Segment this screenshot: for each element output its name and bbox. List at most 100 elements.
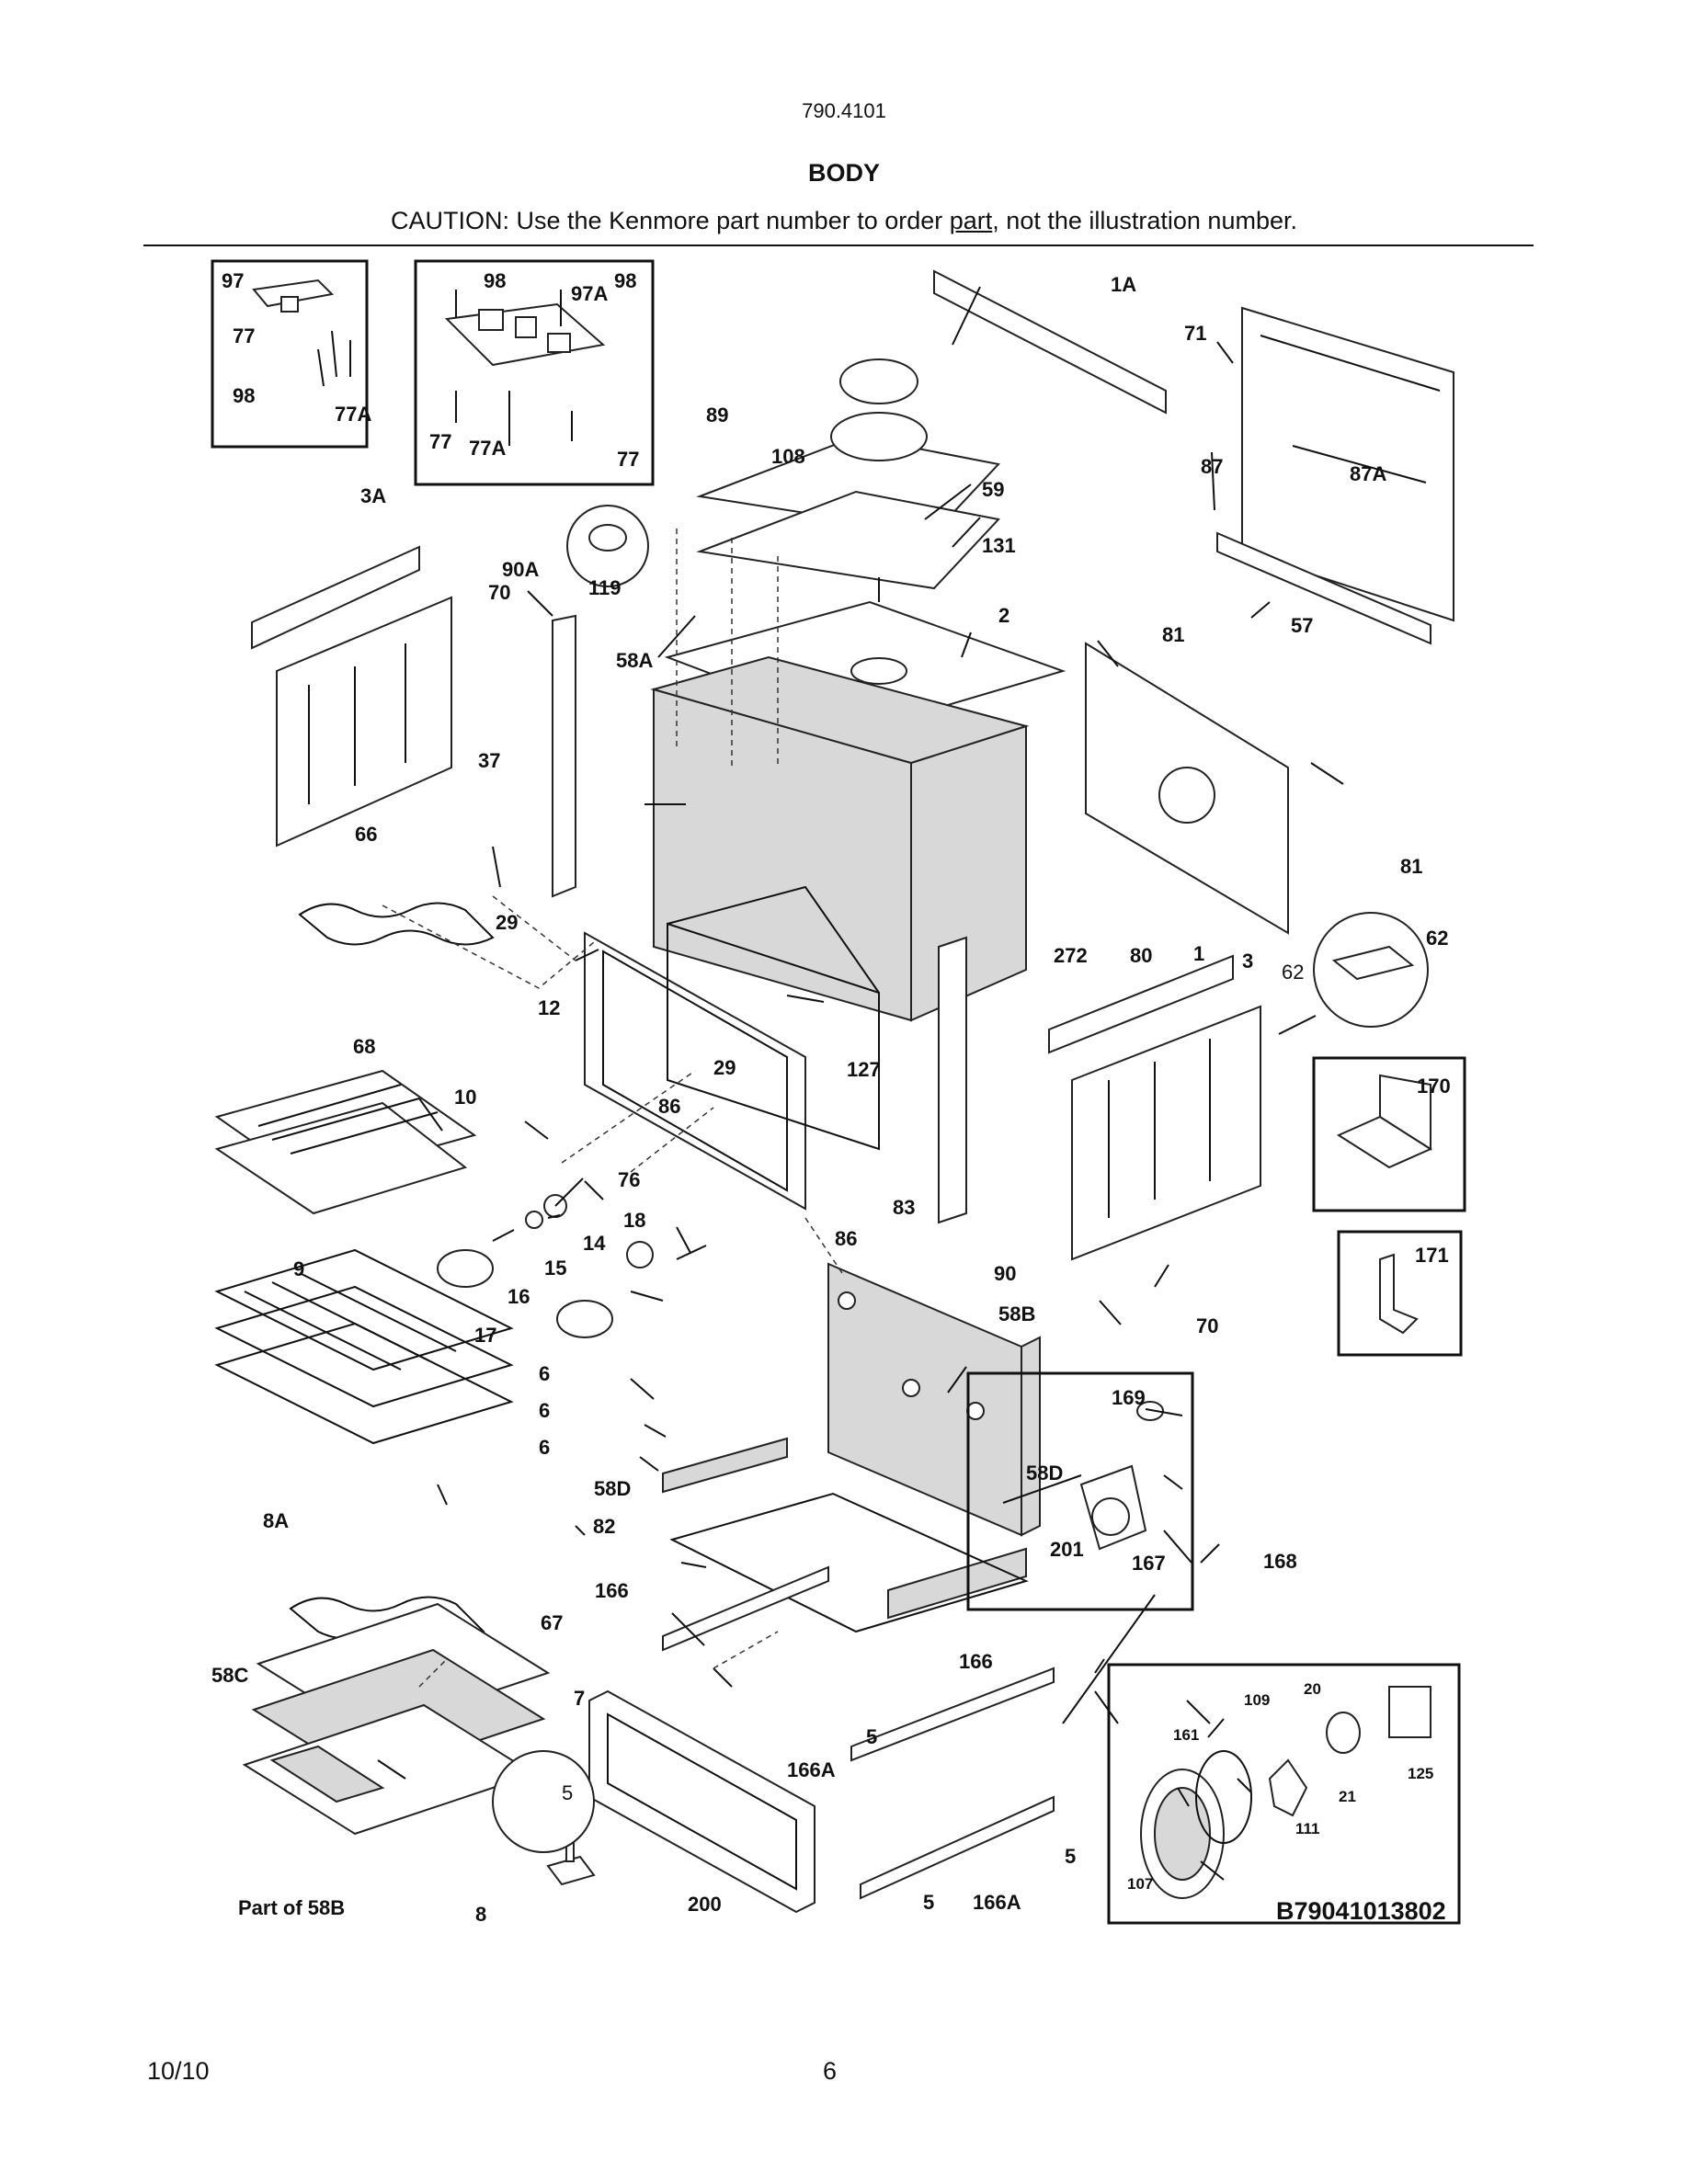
- control-board-box-right: [414, 259, 655, 486]
- label-76: 76: [618, 1168, 640, 1191]
- label-81: 81: [1400, 855, 1422, 878]
- label-111: 111: [1295, 1820, 1320, 1837]
- label-1: 1: [1193, 942, 1204, 965]
- terminal-block-62: [1331, 945, 1415, 981]
- label-166: 166: [595, 1579, 629, 1602]
- label-10: 10: [454, 1086, 476, 1109]
- label-16: 16: [508, 1285, 530, 1308]
- side-panel-3-70: [1048, 954, 1261, 1261]
- bracket-171: [1379, 1253, 1419, 1335]
- door-lock-box: [966, 1371, 1194, 1611]
- rear-panel-71: [1241, 306, 1454, 622]
- drawer-front-200: [588, 1689, 815, 1914]
- label-18: 18: [623, 1209, 645, 1232]
- label-3A: 3A: [360, 484, 386, 507]
- label-166: 166: [959, 1650, 993, 1673]
- hi-limit-119: [588, 524, 627, 552]
- oven-cavity-58A: [650, 655, 1030, 1022]
- label-7: 7: [574, 1687, 585, 1710]
- label-29: 29: [496, 911, 518, 934]
- label-6: 6: [539, 1362, 550, 1385]
- label-98: 98: [484, 269, 506, 292]
- label-98: 98: [233, 384, 255, 407]
- label-58C: 58C: [211, 1664, 248, 1687]
- label-167: 167: [1132, 1552, 1166, 1575]
- label-125: 125: [1408, 1765, 1433, 1782]
- label-2: 2: [998, 604, 1009, 627]
- caution-text: CAUTION: Use the Kenmore part number to …: [391, 207, 950, 234]
- label-68: 68: [353, 1035, 375, 1058]
- rear-wall-1: [1085, 642, 1289, 935]
- label-90A: 90A: [502, 558, 539, 581]
- label-77: 77: [617, 448, 639, 471]
- light-leaders: [584, 1180, 707, 1260]
- label-161: 161: [1173, 1726, 1199, 1744]
- label-108: 108: [771, 445, 805, 468]
- element-bracket-59-131: [696, 358, 1000, 590]
- bracket-170-box: [1312, 1056, 1466, 1212]
- label-5: 5: [923, 1891, 934, 1914]
- label-1A: 1A: [1111, 273, 1136, 296]
- label-20: 20: [1304, 1680, 1321, 1698]
- control-board-box-left: [211, 259, 369, 449]
- label-5: 5: [1065, 1845, 1076, 1868]
- label-77A: 77A: [335, 403, 371, 426]
- convection-fan-assembly: [1140, 1686, 1431, 1899]
- label-29: 29: [713, 1056, 736, 1079]
- caution-text-end: , not the illustration number.: [992, 207, 1297, 234]
- label-62: 62: [1282, 961, 1304, 984]
- label-169: 169: [1112, 1386, 1146, 1409]
- label-70: 70: [1196, 1314, 1218, 1337]
- label-6: 6: [539, 1399, 550, 1422]
- broil-element-66: [298, 902, 495, 946]
- label-58B: 58B: [998, 1302, 1035, 1325]
- caution-note: CAUTION: Use the Kenmore part number to …: [0, 207, 1688, 235]
- lower-insulation-58B: [827, 1262, 1041, 1537]
- arrow-62: [1278, 1015, 1317, 1035]
- caution-part-word: part: [949, 207, 993, 234]
- exploded-parts-diagram: 97 98 97A 98 77 98 77A 77 77A 77 1A 71 8…: [211, 259, 1466, 1926]
- label-5: 5: [562, 1781, 573, 1804]
- header-rule: [143, 245, 1534, 246]
- label-86: 86: [658, 1095, 680, 1118]
- convection-fan-box: [1107, 1663, 1461, 1925]
- label-87: 87: [1201, 455, 1223, 478]
- label-171: 171: [1415, 1244, 1449, 1267]
- drawer-slides-166: [662, 1565, 1055, 1762]
- label-58A: 58A: [616, 649, 653, 672]
- label-21: 21: [1339, 1788, 1356, 1805]
- footer-page-number: 6: [823, 2057, 838, 2085]
- label-59: 59: [982, 478, 1004, 501]
- rear-brace-87: [1216, 531, 1431, 645]
- label-127: 127: [847, 1058, 881, 1081]
- label-168: 168: [1263, 1550, 1297, 1573]
- lower-trim-166A: [860, 1795, 1055, 1900]
- label-201: 201: [1050, 1538, 1084, 1561]
- drawing-code: B79041013802: [1276, 1897, 1446, 1925]
- label-58D: 58D: [594, 1477, 631, 1500]
- drawer-frame-82: [669, 1492, 1029, 1633]
- label-80: 80: [1130, 944, 1152, 967]
- label-200: 200: [688, 1893, 722, 1916]
- footer-date: 10/10: [147, 2057, 210, 2085]
- label-part-of-58B: Part of 58B: [238, 1896, 345, 1919]
- lock-rod-167: [1002, 1474, 1082, 1504]
- label-86: 86: [835, 1227, 857, 1250]
- side-trim-90A: [552, 614, 576, 898]
- lock-knob-169: [1136, 1401, 1164, 1421]
- label-6: 6: [539, 1436, 550, 1459]
- label-17: 17: [474, 1324, 496, 1347]
- label-87A: 87A: [1350, 462, 1386, 485]
- label-58D: 58D: [1026, 1462, 1063, 1484]
- label-57: 57: [1291, 614, 1313, 637]
- control-board-left: [252, 279, 351, 387]
- label-107: 107: [1127, 1875, 1153, 1893]
- label-83: 83: [893, 1196, 915, 1219]
- door-lock-wheel: [1091, 1497, 1130, 1536]
- side-panel-3A-70: [251, 545, 452, 847]
- label-71: 71: [1184, 322, 1206, 345]
- label-82: 82: [593, 1515, 615, 1538]
- label-8: 8: [475, 1903, 486, 1926]
- label-119: 119: [588, 576, 622, 599]
- control-board-right: [444, 290, 606, 446]
